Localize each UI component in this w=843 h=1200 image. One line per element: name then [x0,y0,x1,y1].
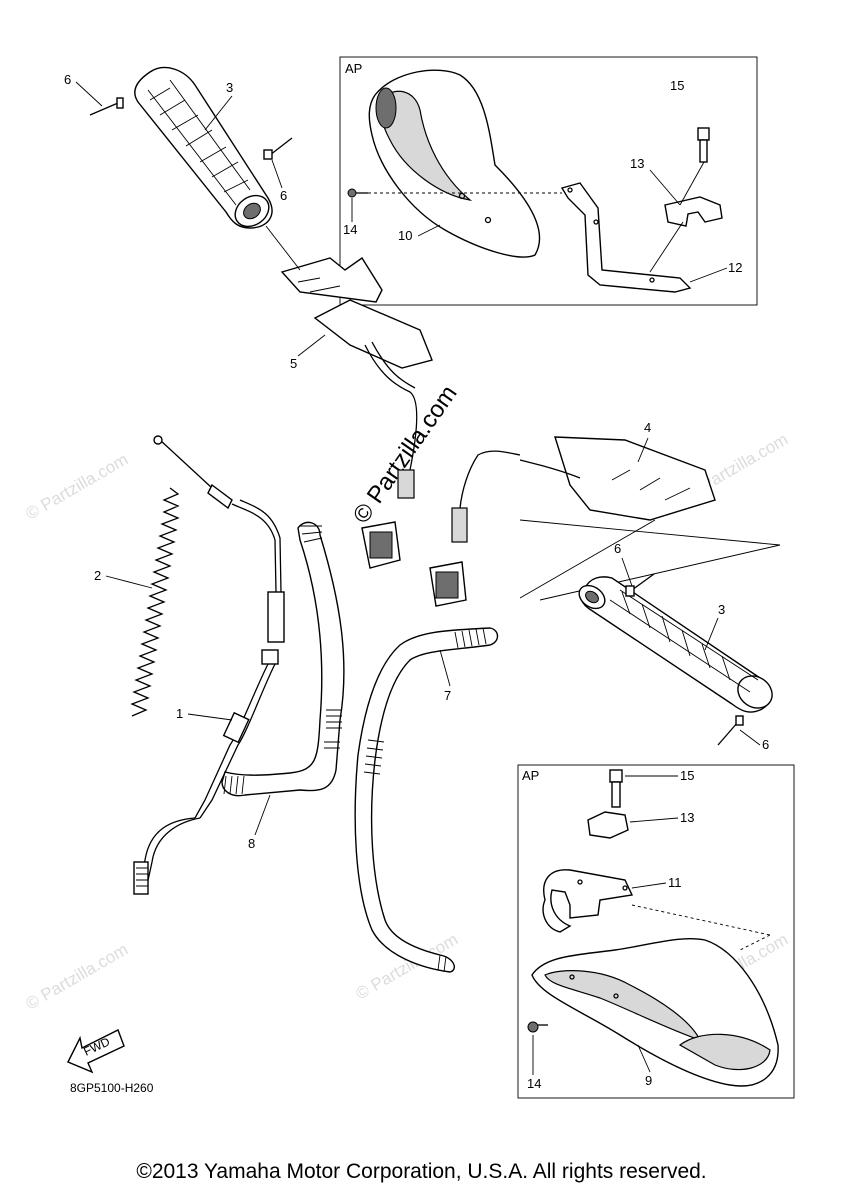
callout-9: 9 [645,1073,652,1088]
callout-3: 3 [226,80,233,95]
grip-right [578,576,773,713]
callout-12: 12 [728,260,742,275]
callout-6: 6 [614,541,621,556]
callout-6: 6 [64,72,71,87]
callout-1: 1 [176,706,183,721]
callout-11: 11 [668,875,682,890]
callout-14: 14 [343,222,357,237]
inset-box-bottom: AP [517,764,795,1099]
callout-13: 13 [630,156,644,171]
callout-6: 6 [762,737,769,752]
tube-long [354,627,499,973]
inset-label-bottom: AP [522,768,539,783]
callout-6: 6 [280,188,287,203]
grip-left [134,67,273,229]
diagram-code: 8GP5100-H260 [70,1081,154,1095]
copyright-notice: ©2013 Yamaha Motor Corporation, U.S.A. A… [136,1160,707,1183]
watermark-center: © Partzilla.com [348,380,463,528]
callout-3: 3 [718,602,725,617]
inset-label-top: AP [345,61,362,76]
callout-15: 15 [680,768,694,783]
fwd-arrow: FWD [67,1029,125,1074]
callout-10: 10 [398,228,412,243]
callout-14: 14 [527,1076,541,1091]
watermark-group: © Partzilla.com © Partzilla.com © Partzi… [23,430,792,1014]
cable [133,435,285,895]
watermark: © Partzilla.com [23,450,132,524]
callout-8: 8 [248,836,255,851]
spring [130,487,180,717]
watermark: © Partzilla.com [23,940,132,1014]
tube-short [221,521,345,797]
callout-2: 2 [94,568,101,583]
grip-heater-left [265,225,433,569]
callout-5: 5 [290,356,297,371]
callout-13: 13 [680,810,694,825]
callout-15: 15 [670,78,684,93]
callout-4: 4 [644,420,651,435]
grip-heater-right [429,436,781,607]
callout-7: 7 [444,688,451,703]
inset-box-top: AP [339,56,758,306]
